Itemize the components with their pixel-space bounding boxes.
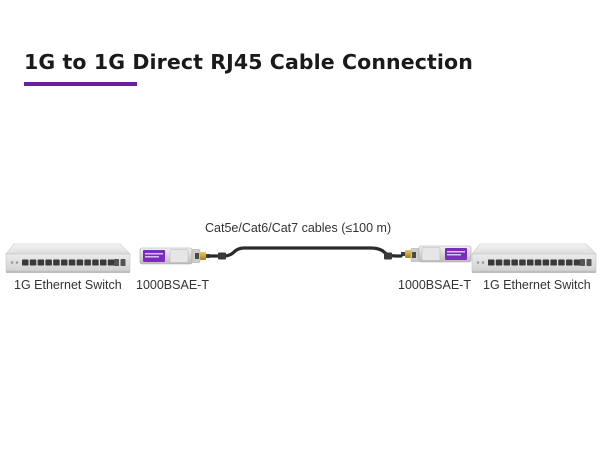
right-switch-label: 1G Ethernet Switch	[483, 278, 591, 292]
left-module-icon	[139, 247, 210, 265]
left-switch-label: 1G Ethernet Switch	[14, 278, 122, 292]
right-switch-icon	[471, 243, 597, 273]
cable-icon	[208, 246, 403, 260]
cable-label: Cat5e/Cat6/Cat7 cables (≤100 m)	[205, 221, 392, 235]
left-switch-icon	[5, 243, 131, 273]
right-module-icon	[401, 245, 472, 263]
page-title: 1G to 1G Direct RJ45 Cable Connection	[24, 50, 473, 74]
title-underline	[24, 82, 137, 86]
right-module-label: 1000BSAE-T	[398, 278, 471, 292]
left-module-label: 1000BSAE-T	[136, 278, 209, 292]
